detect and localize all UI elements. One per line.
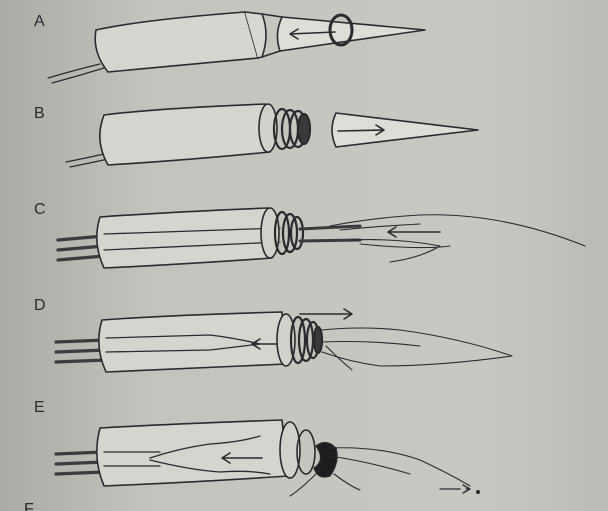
panel-label-a: A <box>34 13 45 30</box>
panel-label-c: C <box>34 201 46 218</box>
panel-e-tube <box>97 420 288 486</box>
panel-label-b: B <box>34 105 45 122</box>
panel-label-e: E <box>34 399 45 416</box>
panel-d-tube-end <box>277 314 295 366</box>
panel-label-f: F <box>24 501 34 511</box>
panel-e-dot <box>477 491 479 493</box>
panel-c-tube <box>97 208 272 268</box>
panel-label-d: D <box>34 297 46 314</box>
panel-c-tube-end <box>261 208 279 258</box>
panel-d-tube <box>99 312 286 372</box>
